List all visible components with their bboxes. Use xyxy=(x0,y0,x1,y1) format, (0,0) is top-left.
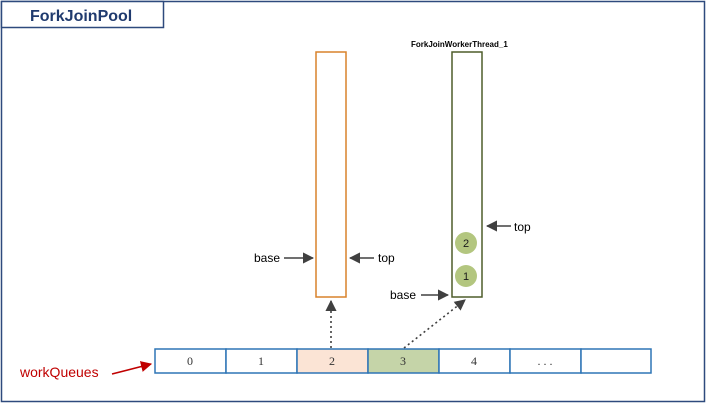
top-label-left: top xyxy=(378,251,395,265)
work-queue-left xyxy=(315,51,347,298)
array-cell-0 xyxy=(154,348,227,374)
top-label-right: top xyxy=(514,220,531,234)
array-cell-2 xyxy=(296,348,369,374)
work-queues-arrow xyxy=(111,361,153,375)
array-cell-5 xyxy=(509,348,582,374)
array-cell-2-label: 2 xyxy=(329,354,335,368)
thread-label: ForkJoinWorkerThread_1 xyxy=(411,40,508,49)
pool-title-box xyxy=(0,0,165,29)
array-cell-0-label: 0 xyxy=(187,354,193,368)
work-queue-right xyxy=(451,51,483,298)
work-queues-array: 0 1 2 3 4 . . . xyxy=(154,348,652,374)
task-1 xyxy=(455,265,477,287)
array-cell-4-label: 4 xyxy=(471,354,477,368)
base-label-left: base xyxy=(254,251,280,265)
base-label-right: base xyxy=(390,288,416,302)
pool-title: ForkJoinPool xyxy=(30,8,132,25)
array-cell-5-label: . . . xyxy=(538,354,553,368)
array-cell-1-label: 1 xyxy=(258,354,264,368)
array-cell-1 xyxy=(225,348,298,374)
array-cell-3 xyxy=(367,348,440,374)
link-cell-3 xyxy=(403,299,466,349)
work-queues-label: workQueues xyxy=(19,364,99,380)
task-1-label: 1 xyxy=(463,271,469,283)
array-cell-6 xyxy=(580,348,652,374)
task-2-label: 2 xyxy=(463,238,469,250)
array-cell-3-label: 3 xyxy=(400,354,406,368)
task-2 xyxy=(455,232,477,254)
